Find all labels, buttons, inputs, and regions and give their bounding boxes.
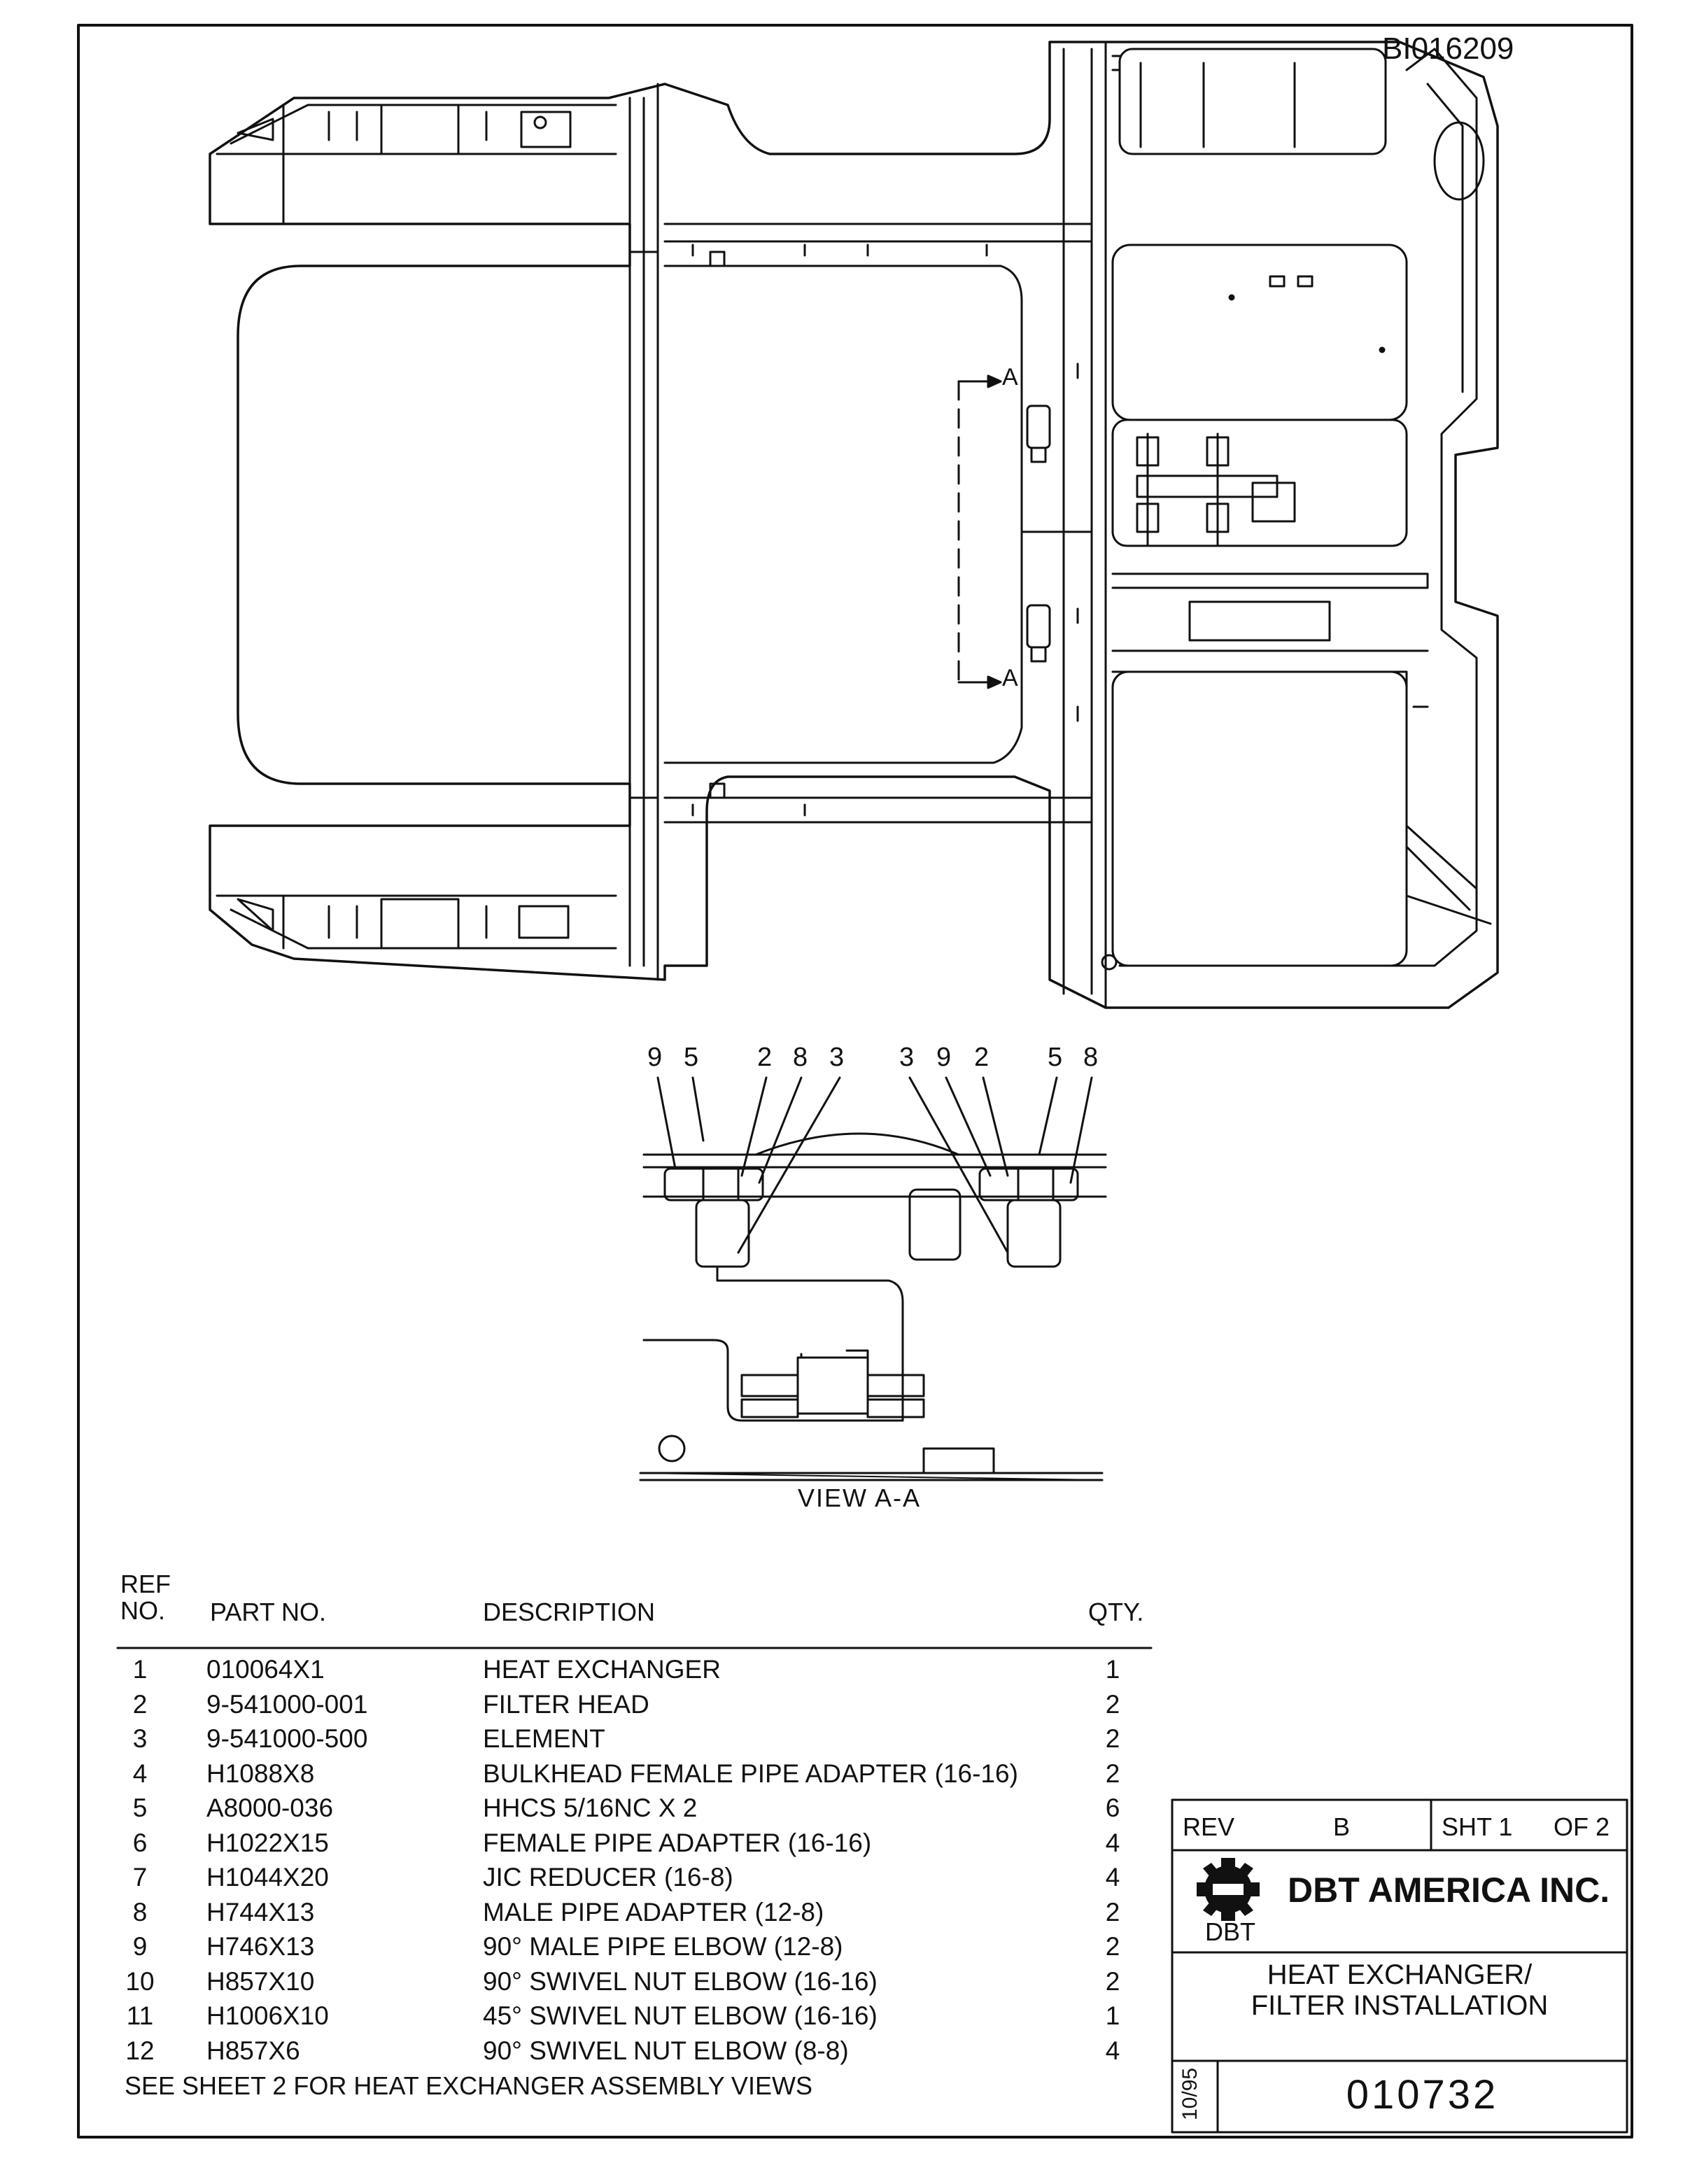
plan-view [209,41,1499,1009]
bom-cell-qty: 4 [1105,1863,1120,1891]
bom-header-qty: QTY. [1088,1598,1144,1626]
bom-cell-description: HEAT EXCHANGER [483,1655,721,1684]
bom-cell-qty: 2 [1105,1759,1120,1788]
bom-cell-part: H1006X10 [206,2001,329,2030]
bom-cell-qty: 2 [1105,1932,1120,1961]
bom-cell-ref: 1 [132,1655,148,1684]
bom-cell-part: A8000-036 [206,1794,334,1822]
bom-cell-ref: 6 [132,1828,148,1857]
bom-cell-ref: 3 [132,1724,148,1753]
bom-cell-qty: 1 [1105,2001,1120,2030]
bom-row: 11 H1006X10 45° SWIVEL NUT ELBOW (16-16) 1 [112,2001,1155,2036]
view-caption: VIEW A-A [798,1484,922,1512]
bom-cell-part: H744X13 [206,1897,315,1926]
bom-row: 12 H857X6 90° SWIVEL NUT ELBOW (8-8) 4 [112,2036,1155,2071]
bom-cell-ref: 2 [132,1689,148,1719]
drawing-date: 10/95 [1178,2067,1202,2120]
callout-number: 3 [899,1043,915,1072]
bom-row: 2 9-541000-001 FILTER HEAD 2 [112,1690,1155,1725]
bom-cell-ref: 7 [132,1863,148,1891]
bom-row: 7 H1044X20 JIC REDUCER (16-8) 4 [112,1863,1155,1898]
bom-row: 9 H746X13 90° MALE PIPE ELBOW (12-8) 2 [112,1932,1155,1967]
callout-number: 9 [936,1043,952,1072]
bom-cell-description: 90° MALE PIPE ELBOW (12-8) [483,1932,843,1961]
bom-cell-qty: 6 [1105,1794,1120,1822]
bom-cell-part: H857X10 [206,1966,315,1996]
section-marker-bottom: A [1002,665,1018,691]
bom-cell-qty: 2 [1105,1897,1120,1926]
sheet-border [77,24,1633,2139]
bom-cell-part: H1088X8 [206,1759,315,1788]
bom-cell-part: H857X6 [206,2036,300,2065]
bom-footnote: SEE SHEET 2 FOR HEAT EXCHANGER ASSEMBLY … [125,2071,812,2100]
bom-cell-description: FEMALE PIPE ADAPTER (16-16) [483,1828,872,1857]
company-name: DBT AMERICA INC. [1288,1871,1610,1910]
bom-header-description: DESCRIPTION [483,1598,656,1626]
bom-cell-description: 90° SWIVEL NUT ELBOW (8-8) [483,2036,849,2065]
bom-cell-qty: 2 [1105,1689,1120,1719]
bom-cell-ref: 4 [132,1759,148,1788]
bom-cell-ref: 5 [132,1794,148,1822]
callout-number: 9 [647,1043,663,1072]
bom-cell-part: 9-541000-001 [206,1689,368,1719]
callout-number: 8 [793,1043,808,1072]
bom-cell-description: FILTER HEAD [483,1689,649,1719]
bom-cell-part: H1022X15 [206,1828,329,1857]
bom-cell-qty: 4 [1105,1828,1120,1857]
logo-text: DBT [1205,1917,1255,1946]
bom-cell-part: H746X13 [206,1932,315,1961]
drawing-id: BI016209 [1382,31,1514,66]
bom-cell-description: MALE PIPE ADAPTER (12-8) [483,1897,824,1926]
bom-header-ref: REF NO. [120,1570,171,1625]
bom-row: 3 9-541000-500 ELEMENT 2 [112,1724,1155,1759]
bom-cell-description: ELEMENT [483,1724,605,1753]
bom-cell-ref: 9 [132,1932,148,1961]
bom-cell-ref: 10 [125,1966,155,1996]
bom-cell-description: 45° SWIVEL NUT ELBOW (16-16) [483,2001,878,2030]
bom-cell-qty: 4 [1105,2036,1120,2065]
bom-row: 4 H1088X8 BULKHEAD FEMALE PIPE ADAPTER (16… [112,1759,1155,1794]
section-view-a-a [639,1076,1107,1481]
callout-number: 2 [757,1043,773,1072]
callout-number: 5 [1048,1043,1063,1072]
bom-row: 5 A8000-036 HHCS 5/16NC X 2 6 [112,1794,1155,1829]
bom-header-part: PART NO. [210,1598,327,1626]
drawing-title: HEAT EXCHANGER/ FILTER INSTALLATION [1251,1959,1549,2021]
title-block-lines [1171,1798,1628,2134]
drawing-number: 010732 [1346,2072,1499,2118]
company-logo-icon [1197,1858,1260,1921]
sheet-total: OF 2 [1554,1812,1610,1841]
bom-cell-description: JIC REDUCER (16-8) [483,1863,733,1891]
bom-row: 1 010064X1 HEAT EXCHANGER 1 [112,1655,1155,1690]
section-marker-top: A [1002,364,1018,390]
callout-number: 2 [974,1043,990,1072]
bom-row: 10 H857X10 90° SWIVEL NUT ELBOW (16-16) 2 [112,1967,1155,2002]
bom-cell-qty: 2 [1105,1966,1120,1996]
bom-cell-description: 90° SWIVEL NUT ELBOW (16-16) [483,1966,878,1996]
callout-number: 3 [829,1043,845,1072]
bom-cell-part: 010064X1 [206,1655,325,1684]
bom-cell-part: H1044X20 [206,1863,329,1891]
rev-label: REV [1183,1812,1235,1841]
bom-cell-ref: 8 [132,1897,148,1926]
bom-row: 6 H1022X15 FEMALE PIPE ADAPTER (16-16) 4 [112,1829,1155,1864]
bom-row: 8 H744X13 MALE PIPE ADAPTER (12-8) 2 [112,1898,1155,1933]
bom-cell-part: 9-541000-500 [206,1724,368,1753]
callout-number: 8 [1083,1043,1099,1072]
bom-cell-qty: 2 [1105,1724,1120,1753]
rev-value: B [1333,1812,1351,1841]
sheet-number: SHT 1 [1442,1812,1513,1841]
bom-cell-ref: 12 [125,2036,155,2065]
bom-cell-ref: 11 [126,2001,154,2030]
bom-cell-description: BULKHEAD FEMALE PIPE ADAPTER (16-16) [483,1759,1018,1788]
bom-cell-description: HHCS 5/16NC X 2 [483,1794,698,1822]
callout-number: 5 [684,1043,699,1072]
bom-cell-qty: 1 [1105,1655,1120,1684]
